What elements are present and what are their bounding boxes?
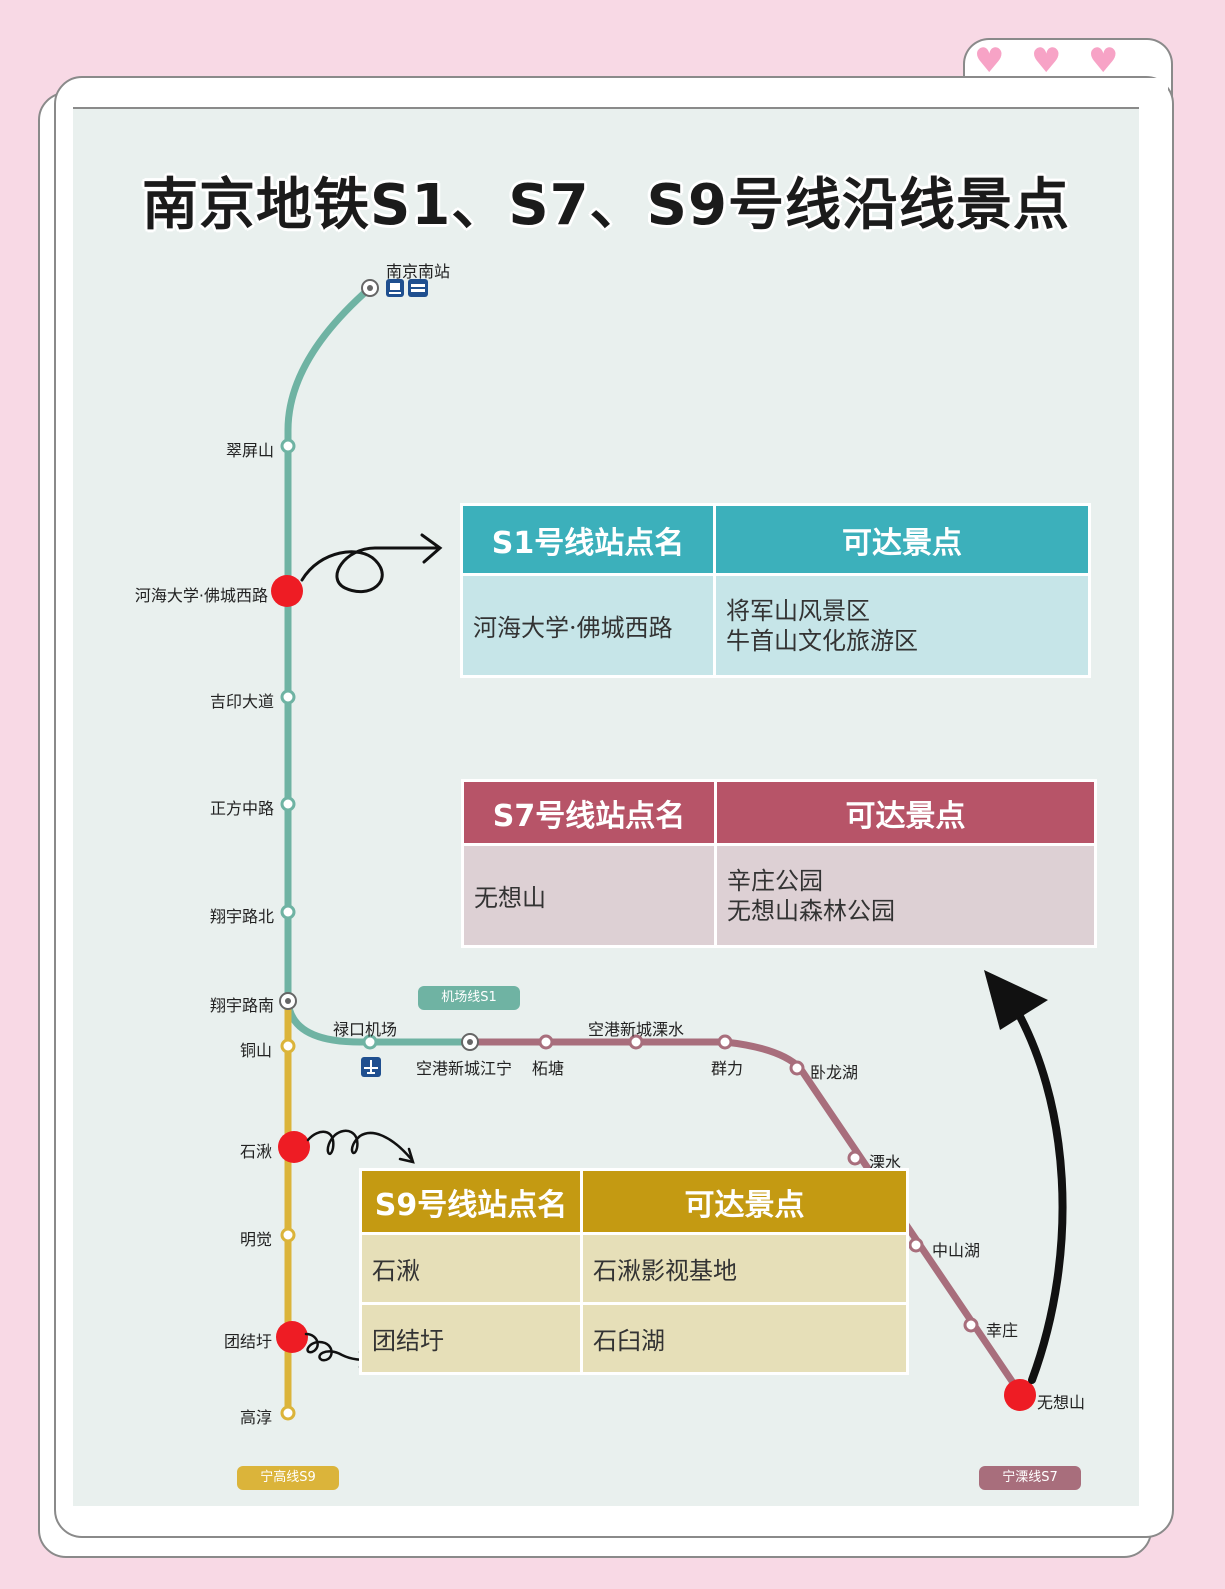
station-dot [280, 1038, 296, 1054]
station-label-qunli: 群力 [711, 1059, 744, 1078]
s9-header-station: S9号线站点名 [359, 1168, 583, 1235]
interchange-icon [279, 992, 297, 1010]
station-label-wolonghu: 卧龙湖 [810, 1063, 859, 1082]
station-label-gaochun: 高淳 [239, 1408, 272, 1427]
station-dot [963, 1317, 979, 1333]
station-label-xinzhuang: 幸庄 [986, 1321, 1019, 1340]
station-label-xiangyu-south: 翔宇路南 [209, 996, 274, 1015]
s9-row-spots: 石臼湖 [580, 1302, 909, 1375]
s7-spot: 无想山森林公园 [727, 896, 895, 925]
station-label-wuxiangshan: 无想山 [1037, 1393, 1086, 1412]
station-label-tongshan: 铜山 [239, 1041, 272, 1060]
interchange-icon [361, 279, 379, 297]
station-label-lishui: 溧水 [869, 1153, 902, 1172]
s1-line [284, 284, 474, 1046]
station-dot [362, 1034, 378, 1050]
station-label-xiangyu-north: 翔宇路北 [209, 907, 274, 926]
s1-header-spots: 可达景点 [713, 503, 1091, 576]
station-label-shiqiu: 石湫 [239, 1142, 272, 1161]
station-label-zhetang: 柘塘 [532, 1059, 565, 1078]
station-dot [908, 1237, 924, 1253]
heart-icon: ♥ [974, 41, 1005, 81]
s7-row-station: 无想山 [461, 843, 717, 948]
station-dot [280, 689, 296, 705]
station-label-mingjue: 明觉 [239, 1230, 272, 1249]
station-dot [280, 904, 296, 920]
station-dot [847, 1150, 863, 1166]
s1-spot: 牛首山文化旅游区 [726, 626, 918, 655]
s1-row-station: 河海大学·佛城西路 [460, 573, 716, 678]
page-title: 南京地铁S1、S7、S9号线沿线景点 [142, 173, 1070, 238]
station-label-konggang-jiangning: 空港新城江宁 [416, 1059, 513, 1078]
station-label-cuipingshan: 翠屏山 [225, 441, 274, 460]
s7-header-spots: 可达景点 [714, 779, 1097, 846]
s9-row-spots: 石湫影视基地 [580, 1232, 909, 1305]
line-tag-s9: 宁高线S9 [237, 1466, 339, 1490]
highlight-dot-wuxiangshan [1004, 1379, 1036, 1411]
line-tag-s1: 机场线S1 [418, 986, 520, 1010]
heart-icon: ♥ [1031, 41, 1062, 81]
s1-table: S1号线站点名 可达景点 河海大学·佛城西路 将军山风景区 牛首山文化旅游区 [460, 503, 1091, 678]
s1-row-spots: 将军山风景区 牛首山文化旅游区 [713, 573, 1091, 678]
station-dot [717, 1034, 733, 1050]
line-tag-s7: 宁溧线S7 [979, 1466, 1081, 1490]
s9-header-spots: 可达景点 [580, 1168, 909, 1235]
s7-row-spots: 辛庄公园 无想山森林公园 [714, 843, 1097, 948]
curly-arrow-icon [984, 970, 1067, 1384]
curly-arrow-icon [306, 1129, 415, 1164]
highlight-dot-shiqiu [278, 1131, 310, 1163]
station-dot [280, 1227, 296, 1243]
station-label-zhengfang: 正方中路 [209, 799, 274, 818]
station-label-jiyin: 吉印大道 [209, 692, 274, 711]
curly-arrow-icon [300, 533, 443, 594]
station-label-hohai: 河海大学·佛城西路 [134, 586, 268, 605]
s9-row-station: 团结圩 [359, 1302, 583, 1375]
interchange-icon [461, 1033, 479, 1051]
station-dot [538, 1034, 554, 1050]
s7-table: S7号线站点名 可达景点 无想山 辛庄公园 无想山森林公园 [461, 779, 1097, 948]
s7-spot: 辛庄公园 [727, 866, 823, 895]
station-label-konggang-lishui: 空港新城溧水 [588, 1020, 685, 1039]
heart-icon: ♥ [1088, 41, 1119, 81]
station-dot [280, 1405, 296, 1421]
s1-spot: 将军山风景区 [726, 596, 870, 625]
highlight-dot-hohai [271, 575, 303, 607]
subway-icon [408, 279, 428, 297]
station-dot [280, 438, 296, 454]
s1-header-station: S1号线站点名 [460, 503, 716, 576]
s9-row-station: 石湫 [359, 1232, 583, 1305]
station-dot [280, 796, 296, 812]
highlight-dot-tuanjiewei [276, 1321, 308, 1353]
station-label-zhongshanhu: 中山湖 [932, 1241, 981, 1260]
train-station-icon [386, 279, 404, 297]
station-dot [628, 1034, 644, 1050]
station-label-nanjing-south: 南京南站 [386, 262, 451, 281]
airport-icon [361, 1057, 381, 1077]
station-dot [789, 1060, 805, 1076]
station-label-tuanjiewei: 团结圩 [223, 1332, 272, 1351]
s9-table: S9号线站点名 可达景点 石湫 石湫影视基地 团结圩 石臼湖 [359, 1168, 909, 1375]
s7-header-station: S7号线站点名 [461, 779, 717, 846]
station-label-lukou: 禄口机场 [333, 1020, 398, 1039]
